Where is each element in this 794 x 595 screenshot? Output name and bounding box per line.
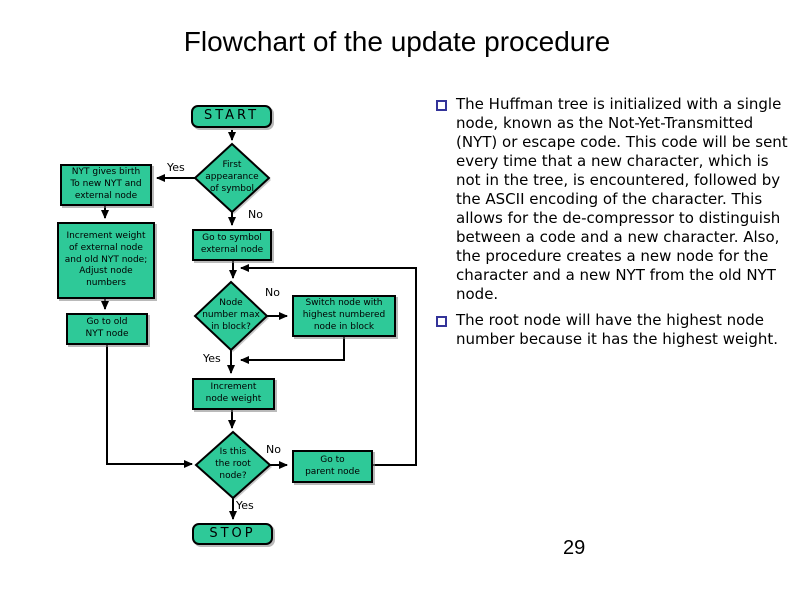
node-increment-external-weight: Increment weight of external node and ol… — [57, 222, 155, 299]
node-is-root-label: Is this the root node? — [215, 447, 251, 481]
notes-panel: The Huffman tree is initialized with a s… — [436, 95, 792, 356]
page-number: 29 — [563, 537, 586, 559]
node-nyt-gives-birth: NYT gives birth To new NYT and external … — [60, 164, 152, 206]
edge-label-yes-3: Yes — [236, 499, 254, 512]
edge-label-no-3: No — [266, 443, 281, 456]
edge-label-no-2: No — [265, 286, 280, 299]
connector-goold-to-decision3 — [106, 345, 193, 468]
decision-diamonds — [193, 142, 272, 500]
list-item: The root node will have the highest node… — [436, 311, 792, 349]
node-go-to-symbol: Go to symbol external node — [192, 229, 272, 261]
page-title: Flowchart of the update procedure — [183, 26, 611, 57]
edge-label-yes-1: Yes — [167, 161, 185, 174]
node-increment-node-weight: Increment node weight — [192, 378, 275, 410]
connector-switch-loop — [240, 337, 345, 364]
list-item: The Huffman tree is initialized with a s… — [436, 95, 792, 304]
bullet-square-icon — [436, 316, 447, 327]
note-text-root-node: The root node will have the highest node… — [456, 311, 779, 348]
edge-label-yes-2: Yes — [203, 352, 221, 365]
decision-node-number-max-diamond — [193, 280, 269, 352]
node-switch-node: Switch node with highest numbered node i… — [292, 295, 396, 337]
decision-first-appearance-diamond — [193, 142, 271, 214]
edge-label-no-1: No — [248, 208, 263, 221]
node-go-to-old-nyt: Go to old NYT node — [66, 313, 148, 345]
node-stop: STOP — [192, 523, 273, 545]
connector-parent-feedback — [240, 264, 417, 466]
node-first-appearance-label: First appearance of symbol — [205, 160, 259, 194]
node-go-to-parent: Go to parent node — [292, 450, 373, 483]
bullet-square-icon — [436, 100, 447, 111]
note-text-huffman-init: The Huffman tree is initialized with a s… — [456, 95, 788, 303]
node-node-number-max-label: Node number max in block? — [202, 298, 260, 332]
node-start: START — [191, 105, 272, 128]
decision-is-root-diamond — [194, 430, 272, 500]
